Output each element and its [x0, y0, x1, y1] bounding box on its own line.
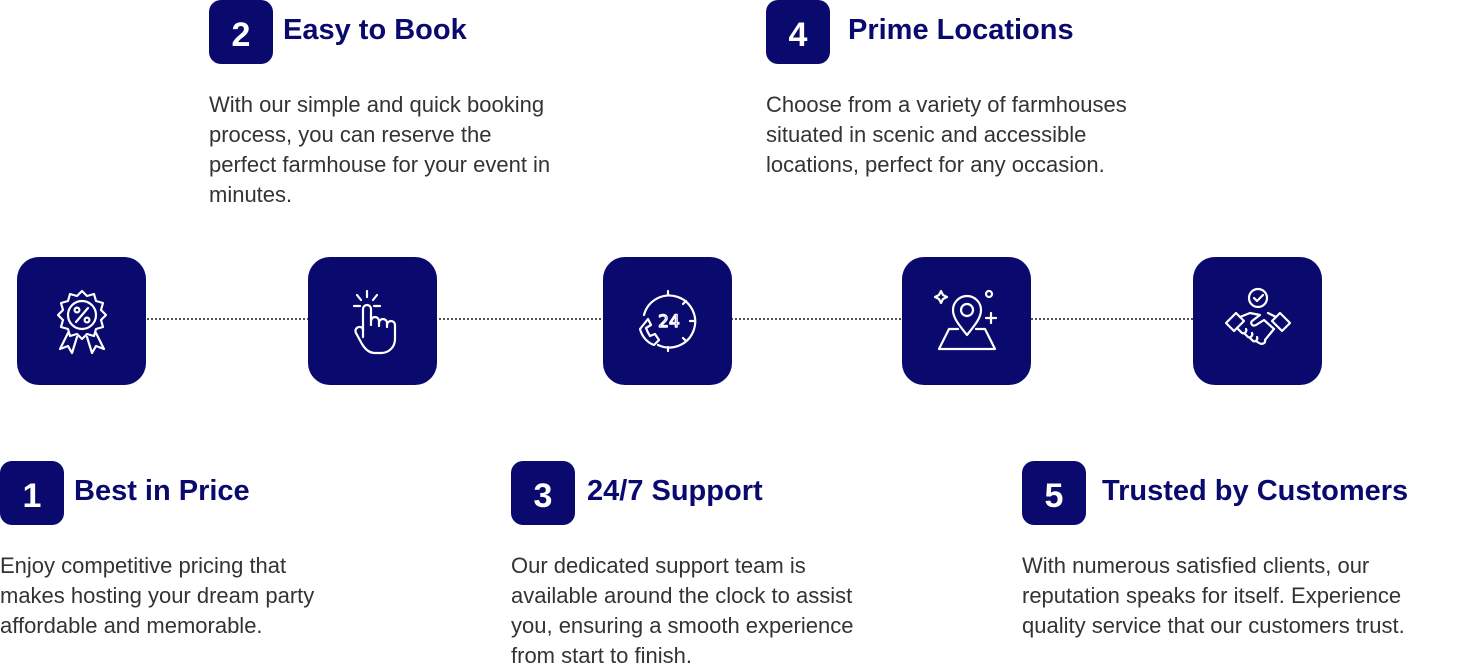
number-badge: 3 — [511, 461, 575, 525]
icon-tile-trusted — [1193, 257, 1322, 385]
icon-tile-best-price — [17, 257, 146, 385]
number-badge: 4 — [766, 0, 830, 64]
number-badge: 2 — [209, 0, 273, 64]
icon-tile-prime-locations — [902, 257, 1031, 385]
feature-description: With numerous satisfied clients, our rep… — [1022, 553, 1405, 638]
feature-description: With our simple and quick booking proces… — [209, 92, 551, 207]
feature-title: Best in Price — [74, 474, 250, 507]
feature-support: 3 24/7 Support Our dedicated support tea… — [511, 461, 951, 671]
feature-header: 1 Best in Price — [0, 461, 440, 525]
feature-description: Choose from a variety of farmhouses situ… — [766, 92, 1127, 177]
number-badge: 1 — [0, 461, 64, 525]
feature-prime-locations: 4 Prime Locations Choose from a variety … — [766, 0, 1206, 180]
feature-header: 5 Trusted by Customers — [1022, 461, 1461, 525]
feature-title: Prime Locations — [848, 13, 1074, 46]
icon-tile-support: 24 — [603, 257, 732, 385]
tap-hand-icon — [352, 289, 396, 355]
feature-best-in-price: 1 Best in Price Enjoy competitive pricin… — [0, 461, 440, 641]
feature-title: Easy to Book — [283, 13, 467, 46]
hours-label: 24 — [658, 312, 680, 332]
24-hours-icon: 24 — [638, 289, 696, 353]
feature-trusted: 5 Trusted by Customers With numerous sat… — [1022, 461, 1461, 641]
feature-description: Our dedicated support team is available … — [511, 553, 854, 668]
handshake-icon — [1224, 287, 1291, 345]
feature-easy-to-book: 2 Easy to Book With our simple and quick… — [209, 0, 649, 210]
feature-title: 24/7 Support — [587, 474, 763, 507]
feature-title: Trusted by Customers — [1102, 474, 1409, 507]
location-pin-icon — [933, 289, 997, 351]
feature-header: 2 Easy to Book — [209, 0, 649, 64]
feature-description: Enjoy competitive pricing that makes hos… — [0, 553, 315, 638]
number-badge: 5 — [1022, 461, 1086, 525]
discount-badge-icon — [56, 289, 107, 355]
feature-header: 3 24/7 Support — [511, 461, 951, 525]
icon-tile-easy-book — [308, 257, 437, 385]
feature-header: 4 Prime Locations — [766, 0, 1206, 64]
